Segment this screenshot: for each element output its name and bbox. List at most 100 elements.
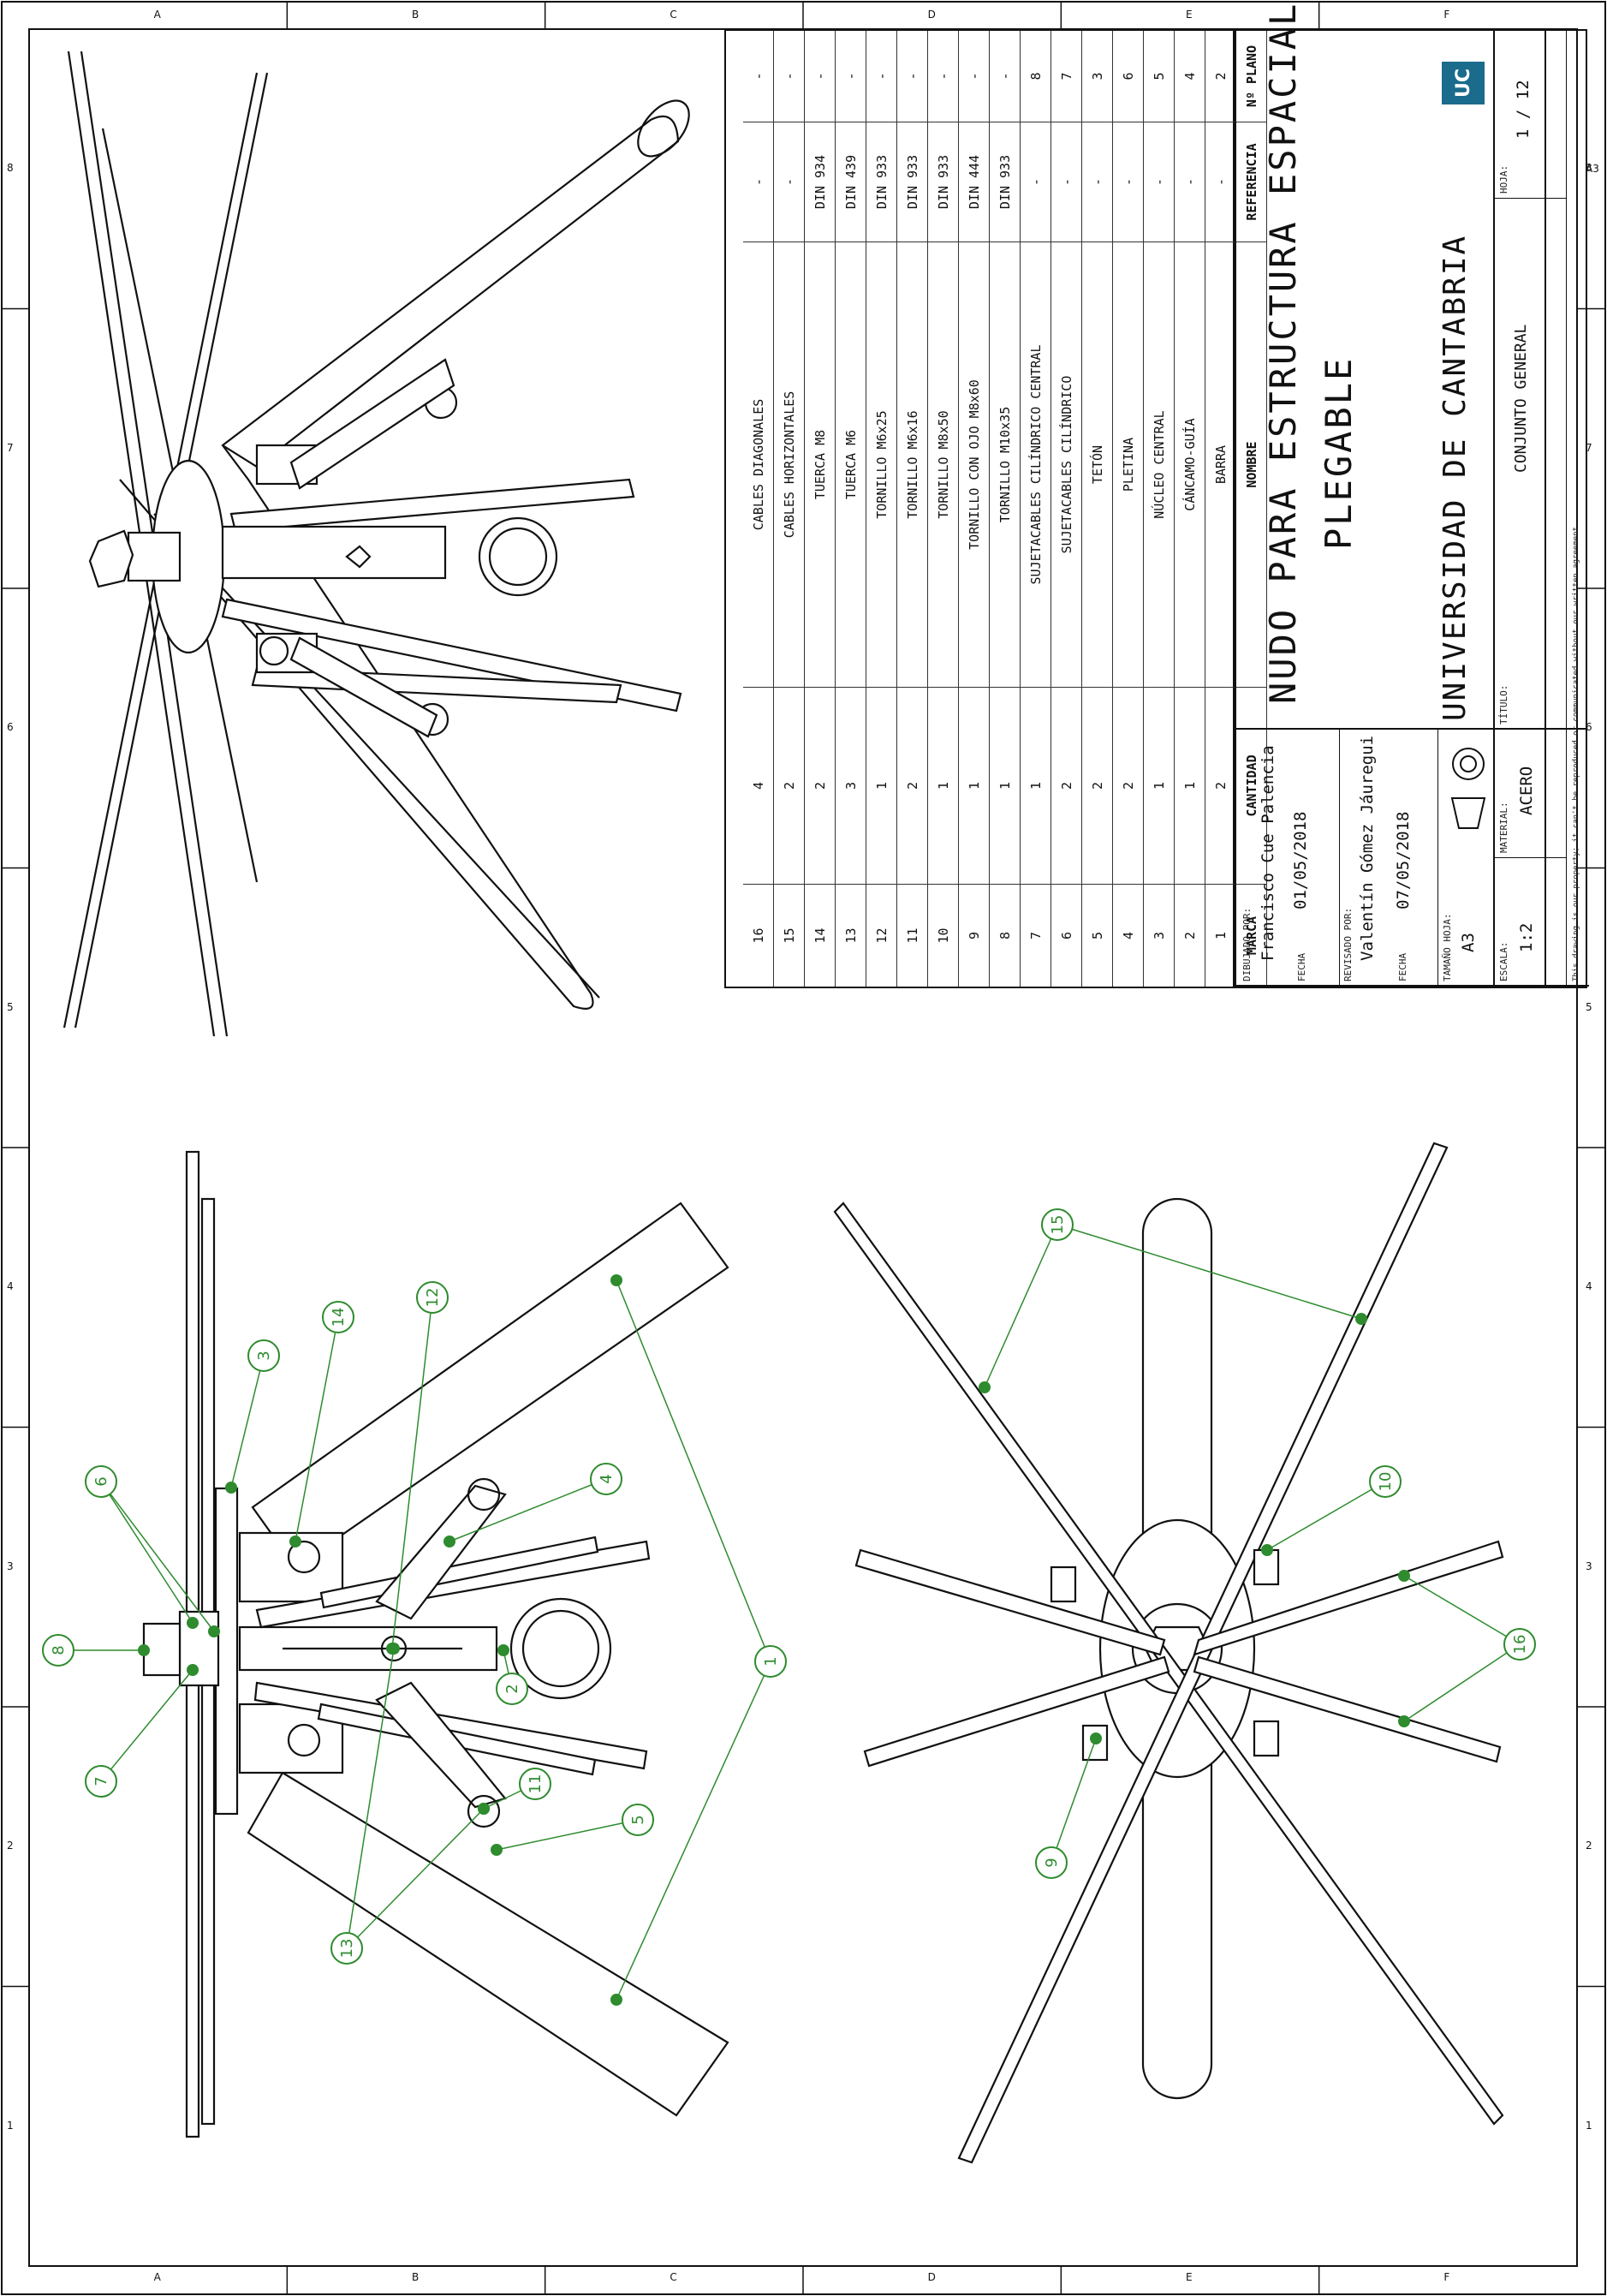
parts-cell-qty: 2 [1051,687,1081,884]
parts-cell-ref: - [1051,122,1081,242]
leader-dot [610,1274,622,1286]
frame-zone-number: 3 [1586,1559,1592,1572]
parts-cell-name: TORNILLO M6x25 [866,242,896,687]
leader-line [391,1297,433,1649]
parts-cell-qty: 1 [1021,687,1051,884]
leader-line [616,1279,771,1662]
parts-cell-plan: 5 [1151,72,1167,81]
parts-cell-name: NÚCLEO CENTRAL [1144,242,1174,687]
parts-cell-ref: DIN 933 [928,122,958,242]
disclaimer: This drawing is our property; it can't b… [1572,522,1580,981]
reviewed-date-label: FECHA [1397,952,1408,981]
parts-cell-plan: 3 [1089,72,1105,81]
sheet-label: HOJA: [1498,164,1509,194]
leader-line [984,1224,1058,1388]
parts-cell-ref: - [1175,122,1205,242]
parts-cell-name: SUJETACABLES CILÍNDRICO [1051,242,1081,687]
parts-cell-mark: 12 [866,884,896,987]
leader-line [496,1819,639,1851]
frame-zone-number: 1 [7,2119,14,2132]
sheet-number: 1 / 12 [1514,80,1533,139]
frame-zone-letter: C [670,2271,677,2283]
parts-cell-name: TUERCA M8 [805,242,835,687]
parts-cell-mark: 8 [990,884,1020,987]
scale-label: ESCALA: [1498,941,1509,981]
frame-zone-number: 5 [7,1000,14,1013]
front-view [833,1142,1504,2164]
parts-cell-mark: 9 [959,884,989,987]
leader-dot [1090,1732,1102,1744]
leader-dot [388,1643,400,1655]
frame-zone-number: 4 [7,1280,14,1293]
parts-cell-qty: 3 [836,687,866,884]
title-label: TÍTULO: [1498,684,1509,725]
parts-cell-mark: 6 [1051,884,1081,987]
leader-dot [138,1644,150,1656]
item-balloon: 15 [1041,1208,1074,1241]
parts-cell-ref: DIN 933 [866,122,896,242]
parts-cell-ref: - [1082,122,1112,242]
parts-cell-plan: 2 [1212,72,1229,81]
parts-cell-name: CABLES DIAGONALES [743,242,773,687]
item-balloon: 6 [85,1465,117,1498]
frame-zone-letter: A [153,2271,161,2283]
leader-dot [225,1482,237,1494]
item-balloon: 10 [1369,1465,1402,1498]
item-balloon: 5 [622,1804,654,1836]
title-block: DIBUJADO POR: Francisco Cue Palencia FEC… [1235,2,1589,988]
item-balloon: 2 [496,1673,528,1705]
parts-cell-ref: - [743,122,773,242]
frame-zone-number: 7 [7,441,14,454]
parts-cell-qty: 1 [866,687,896,884]
drawn-by-label: DIBUJADO POR: [1241,907,1253,981]
reviewed-by-label: REVISADO POR: [1342,907,1354,981]
parts-cell-plan: - [842,72,859,81]
parts-cell-ref: - [774,122,804,242]
parts-cell-name: PLETINA [1113,242,1143,687]
leader-line [1266,1481,1386,1551]
drawn-date: 01/05/2018 [1291,811,1310,909]
frame-zone-number: 1 [1586,2119,1592,2132]
parts-cell-plan: - [904,72,920,81]
parts-cell-qty: 2 [897,687,927,884]
parts-cell-plan: 4 [1181,72,1198,81]
leader-line [100,1481,193,1624]
material: ACERO [1517,766,1536,815]
frame-zone-letter: F [1443,2271,1450,2283]
parts-cell-ref: DIN 933 [897,122,927,242]
leader-dot [491,1844,503,1856]
leader-line [1403,1643,1521,1722]
item-balloon: 8 [42,1634,74,1667]
frame-zone-number: 5 [1586,1000,1592,1013]
parts-cell-mark: 2 [1175,884,1205,987]
drawn-date-label: FECHA [1296,952,1307,981]
parts-cell-name: TORNILLO M8x50 [928,242,958,687]
leader-line [1051,1738,1097,1864]
leader-line [100,1481,215,1632]
parts-cell-qty: 2 [1205,687,1235,884]
frame-zone-number: 8 [7,162,14,175]
parts-cell-plan: 7 [1058,72,1074,81]
parts-cell-name: CABLES HORIZONTALES [774,242,804,687]
project-title-line2: PLEGABLE [1318,355,1360,550]
item-balloon: 16 [1503,1628,1536,1661]
frame-zone-number: 3 [7,1559,14,1572]
leader-dot [610,1994,622,2006]
parts-cell-qty: 4 [743,687,773,884]
item-balloon: 11 [519,1768,551,1800]
leader-line [295,1316,339,1542]
parts-cell-qty: 2 [1082,687,1112,884]
leader-line [100,1669,193,1782]
leader-line [616,1661,771,2001]
leader-dot [187,1617,199,1629]
frame-zone-letter: E [1186,2271,1193,2283]
leader-line [346,1648,395,1949]
